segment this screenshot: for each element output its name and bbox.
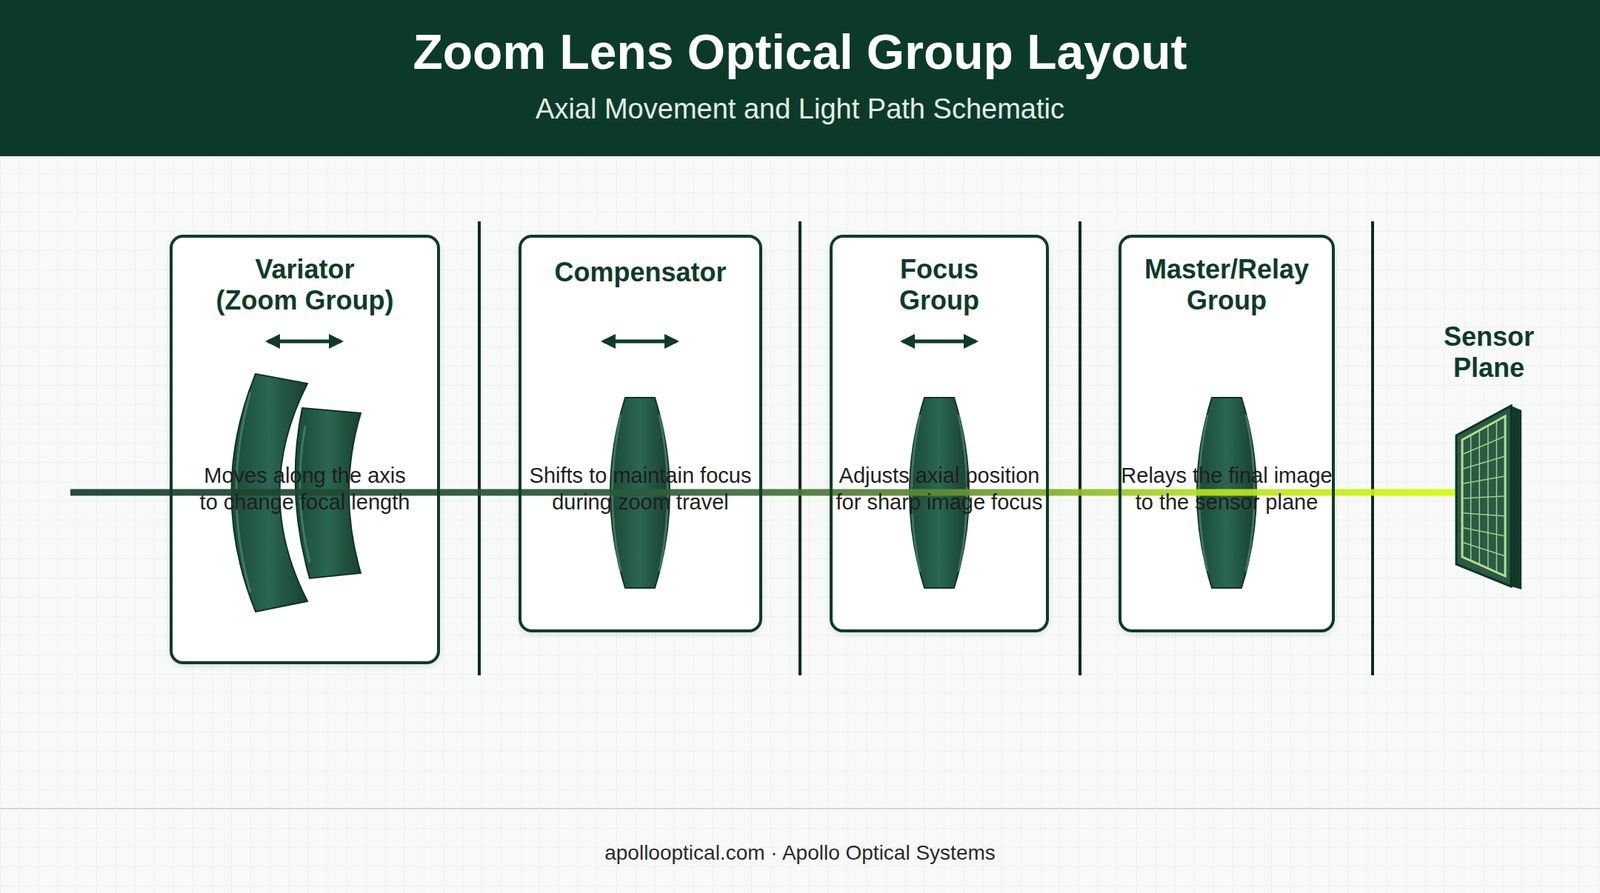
group-box: CompensatorShifts to maintain focus duri… xyxy=(518,234,763,633)
group-description: Adjusts axial position for sharp image f… xyxy=(798,462,1080,516)
box-fill xyxy=(831,236,1048,632)
grid-stroke xyxy=(1462,496,1506,499)
group-title: Variator (Zoom Group) xyxy=(194,254,417,317)
sensor-grid xyxy=(1462,420,1506,572)
group-title: Master/Relay Group xyxy=(1130,254,1323,317)
movement-arrows xyxy=(268,340,976,344)
divider-line xyxy=(477,221,481,676)
grid-stroke xyxy=(1462,476,1506,484)
double-arrow xyxy=(902,340,976,344)
grid-stroke xyxy=(1462,542,1506,557)
box-fill xyxy=(171,236,439,663)
sensor-face xyxy=(1456,405,1512,587)
double-arrow xyxy=(603,340,677,344)
divider-line xyxy=(1371,221,1375,676)
footer-text: apollooptical.com · Apollo Optical Syste… xyxy=(0,840,1600,867)
divider-line xyxy=(798,221,802,676)
group-box: Variator (Zoom Group)Moves along the axi… xyxy=(169,234,440,665)
sensor-side xyxy=(1511,405,1522,590)
grid-stroke xyxy=(1462,528,1506,538)
dividers xyxy=(479,221,1373,676)
grid-stroke xyxy=(1462,513,1506,517)
grid-stroke xyxy=(1462,456,1506,470)
subtitle: Axial Movement and Light Path Schematic xyxy=(0,91,1600,126)
grid-paper xyxy=(0,156,1600,893)
grid-stroke xyxy=(1462,436,1506,455)
box-fill xyxy=(520,236,761,632)
page-title: Zoom Lens Optical Group Layout xyxy=(0,22,1600,82)
group-description: Moves along the axis to change focal len… xyxy=(164,462,446,516)
group-title: Sensor Plane xyxy=(1433,321,1545,384)
header-band xyxy=(0,0,1600,157)
double-arrow xyxy=(268,340,341,344)
group-title: Focus Group xyxy=(883,254,995,317)
group-box: Master/Relay GroupRelays the final image… xyxy=(1118,234,1335,633)
group-description: Shifts to maintain focus during zoom tra… xyxy=(500,462,782,516)
group-title: Compensator xyxy=(533,257,749,289)
sensor-frame xyxy=(1462,416,1506,577)
box-fills xyxy=(171,236,1334,663)
group-description: Relays the final image to the sensor pla… xyxy=(1085,462,1368,516)
sensor-node: Sensor Plane xyxy=(1429,321,1549,389)
box-fill xyxy=(1120,236,1334,632)
group-box: Focus GroupAdjusts axial position for sh… xyxy=(829,234,1049,633)
sensor-icon xyxy=(1456,405,1522,590)
divider-line xyxy=(1078,221,1082,676)
footer-rule xyxy=(0,808,1600,810)
